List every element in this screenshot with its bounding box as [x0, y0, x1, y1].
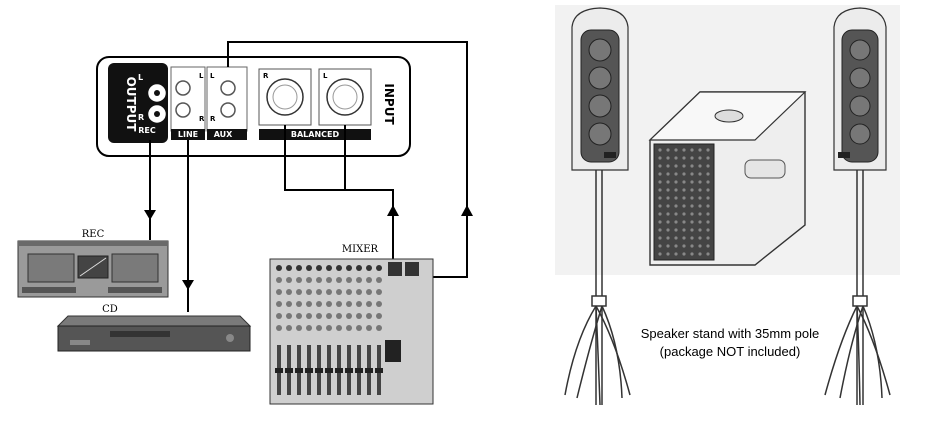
- output-block: [108, 63, 168, 143]
- rec-right-marker: R: [138, 113, 144, 122]
- arrow-to-cd: [182, 280, 194, 290]
- rec-port-label: REC: [138, 126, 156, 135]
- line-jack-right: [175, 102, 191, 118]
- rec-left-marker: L: [138, 73, 143, 82]
- arrow-to-rec: [144, 210, 156, 220]
- aux-cable: [227, 41, 468, 278]
- line-right-marker: R: [199, 115, 205, 123]
- xlr-jack-right: [266, 78, 304, 116]
- right-speaker-stand: [824, 170, 891, 406]
- aux-right-marker: R: [210, 115, 216, 123]
- mixer-channel-strip: [285, 265, 293, 395]
- mixer-channel-strip: [345, 265, 353, 395]
- mixer-channel-strip: [375, 265, 383, 395]
- mixer-channel-strip: [365, 265, 373, 395]
- arrow-from-mixer-aux: [461, 205, 473, 216]
- balanced-left-marker: L: [323, 72, 328, 80]
- mixer-channel-strip: [355, 265, 363, 395]
- right-column-speaker: [833, 7, 887, 171]
- left-column-speaker: [571, 7, 629, 171]
- arrow-from-mixer: [387, 205, 399, 216]
- speaker-system: Speaker stand with 35mm pole (package NO…: [555, 5, 900, 406]
- arrows: [144, 205, 473, 290]
- aux-jack-left: [220, 80, 236, 96]
- mixer-channel-strip: [305, 265, 313, 395]
- balanced-port-label: BALANCED: [291, 130, 340, 139]
- aux-port-label: AUX: [214, 130, 233, 139]
- mixer-label: MIXER: [342, 244, 379, 255]
- line-port-label: LINE: [178, 130, 198, 139]
- cd-label: CD: [102, 304, 118, 315]
- mixer-channel-strip: [275, 265, 283, 395]
- rear-panel: OUTPUT REC L R L R LINE L R AUX R L: [96, 56, 411, 157]
- line-jack-left: [175, 80, 191, 96]
- rec-deck: REC: [17, 229, 169, 298]
- aux-jack-right: [220, 102, 236, 118]
- stand-caption-line1: Speaker stand with 35mm pole: [641, 326, 819, 341]
- balanced-cable-right: [284, 125, 394, 265]
- cd-player: CD: [56, 304, 252, 352]
- rec-deck-label: REC: [82, 229, 105, 240]
- aux-left-marker: L: [210, 72, 215, 80]
- balanced-right-marker: R: [263, 72, 269, 80]
- mixer-channel-strip: [295, 265, 303, 395]
- input-label: INPUT: [382, 83, 396, 125]
- subwoofer: [648, 91, 807, 266]
- mixer-channel-strip: [315, 265, 323, 395]
- stand-caption-line2: (package NOT included): [660, 344, 801, 359]
- output-label: OUTPUT: [124, 77, 138, 133]
- xlr-jack-left: [326, 78, 364, 116]
- mixer-channel-strip: [335, 265, 343, 395]
- line-left-marker: L: [199, 72, 204, 80]
- left-speaker-stand: [564, 170, 631, 406]
- mixer-channel-strip: [325, 265, 333, 395]
- mixer: MIXER: [269, 244, 434, 405]
